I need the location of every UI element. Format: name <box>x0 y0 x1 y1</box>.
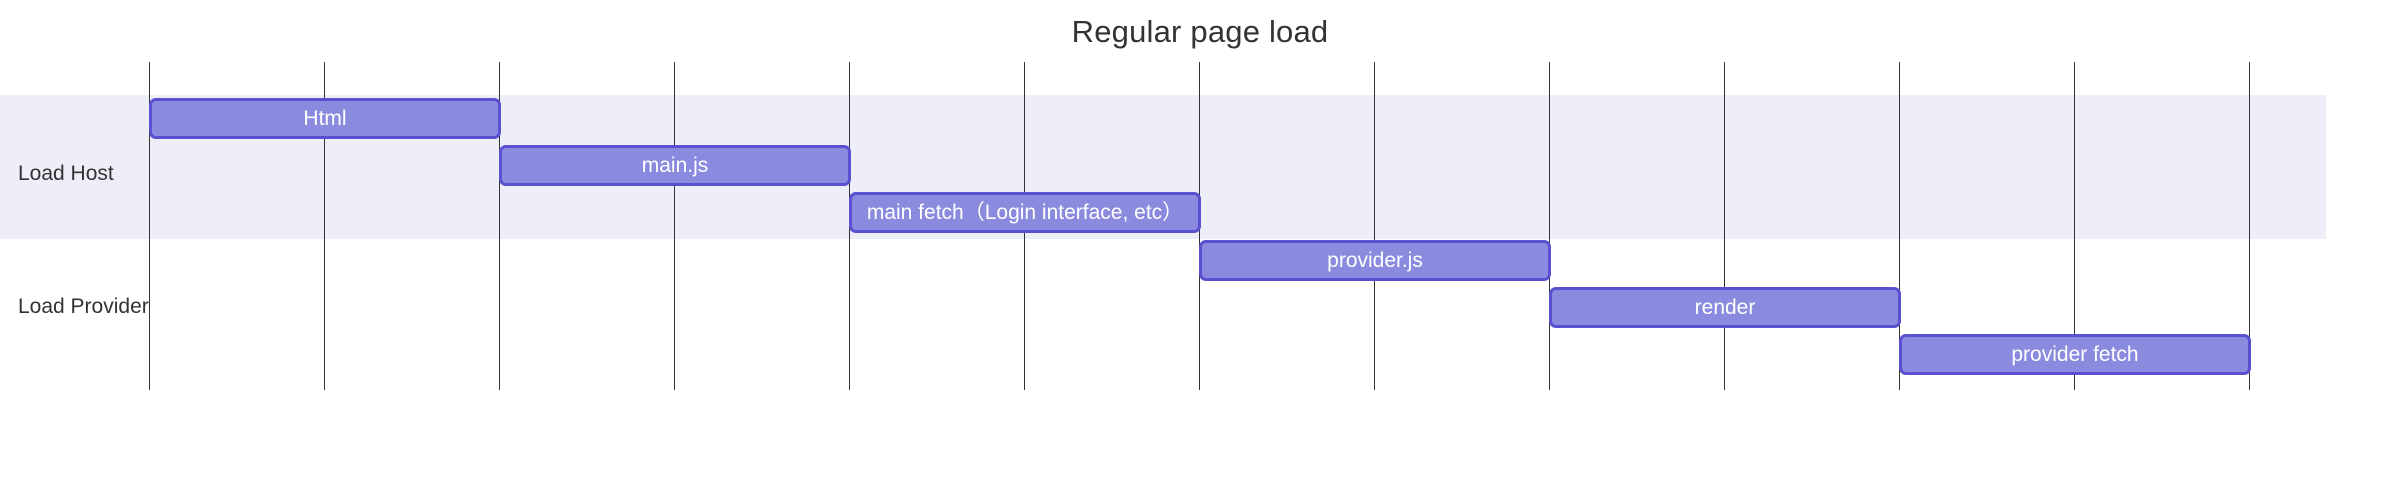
task-label: main fetch（Login interface, etc） <box>866 201 1184 224</box>
task-label: main.js <box>641 154 709 177</box>
grid-line <box>2249 62 2250 390</box>
task-bar-main-fetch[interactable]: main fetch（Login interface, etc） <box>849 192 1201 233</box>
task-label: Html <box>303 107 347 130</box>
task-label: provider fetch <box>2011 343 2139 366</box>
task-label: render <box>1694 296 1756 319</box>
grid-line <box>674 62 675 390</box>
grid-line <box>1899 62 1900 390</box>
task-bar-main-js[interactable]: main.js <box>499 145 851 186</box>
grid-line <box>1374 62 1375 390</box>
page-title: Regular page load <box>1071 14 1329 49</box>
grid-line <box>499 62 500 390</box>
task-bar-provider-js[interactable]: provider.js <box>1199 240 1551 281</box>
section-label-load-provider: Load Provider <box>18 295 149 318</box>
task-bar-provider-fetch[interactable]: provider fetch <box>1899 334 2251 375</box>
grid-line <box>2074 62 2075 390</box>
task-label: provider.js <box>1327 249 1423 272</box>
grid-line <box>149 62 150 390</box>
grid-line <box>1724 62 1725 390</box>
grid-line <box>1549 62 1550 390</box>
task-bar-html[interactable]: Html <box>149 98 501 139</box>
task-bar-render[interactable]: render <box>1549 287 1901 328</box>
section-label-load-host: Load Host <box>18 162 114 185</box>
grid-line <box>324 62 325 390</box>
